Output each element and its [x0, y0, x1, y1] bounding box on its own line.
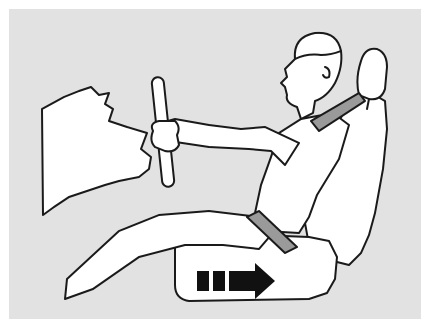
driver-hand [151, 121, 179, 151]
dashboard [42, 87, 151, 215]
seat-adjustment-illustration [9, 9, 421, 319]
headrest [357, 49, 387, 100]
driver-arm [159, 119, 299, 165]
illustration-panel [9, 9, 421, 319]
driver-head [281, 33, 341, 119]
